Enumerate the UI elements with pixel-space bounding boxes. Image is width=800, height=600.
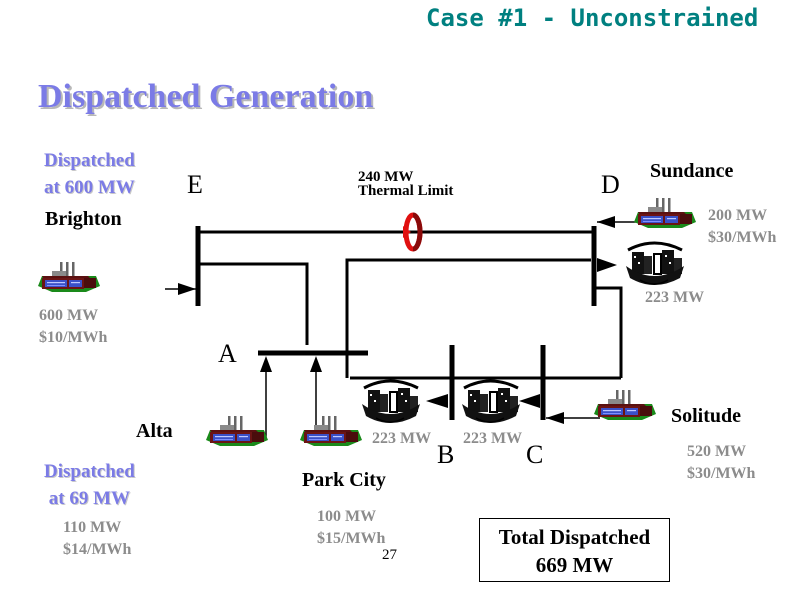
arrow-left-icon (597, 216, 615, 228)
arrow-up-icon (260, 356, 272, 372)
page-number: 27 (382, 547, 397, 563)
total-dispatched-box: Total Dispatched 669 MW (479, 518, 670, 582)
brighton-name: Brighton (45, 208, 122, 230)
total-dispatched-label: Total Dispatched (498, 525, 651, 549)
park-city-specs: 100 MW $15/MWh (317, 506, 385, 550)
bus-label-a: A (218, 339, 237, 368)
load-d-city-icon (624, 241, 686, 287)
bus-label-e: E (187, 170, 203, 199)
brighton-specs: 600 MW $10/MWh (39, 305, 107, 349)
arrow-left-icon (519, 394, 540, 408)
solitude-specs: 520 MW $30/MWh (687, 441, 755, 485)
bus-label-c: C (526, 440, 544, 469)
park-city-capacity: 100 MW (317, 508, 377, 525)
alta-dispatch-label: Dispatched at 69 MW (44, 458, 135, 512)
park-city-plant-icon (300, 416, 362, 446)
bus-label-d: D (601, 170, 620, 199)
load-b-city-icon (360, 379, 422, 425)
alta-specs: 110 MW $14/MWh (63, 517, 131, 561)
thermal-limit-label: 240 MW Thermal Limit (358, 169, 454, 199)
brighton-price: $10/MWh (39, 329, 108, 346)
brighton-dispatch-label: Dispatched at 600 MW (44, 147, 135, 201)
arrow-right-icon (178, 283, 196, 295)
solitude-capacity: 520 MW (687, 443, 747, 460)
line-e-a (198, 262, 309, 345)
load-d-value: 223 MW (645, 289, 705, 306)
arrow-left-icon (426, 394, 448, 408)
alta-name: Alta (136, 420, 173, 442)
arrow-right-icon (597, 258, 617, 272)
sundance-plant-icon (634, 198, 696, 228)
sundance-price: $30/MWh (708, 229, 777, 246)
sundance-name: Sundance (650, 160, 734, 182)
park-city-name: Park City (302, 469, 386, 491)
dispatch-line1: Dispatched (44, 150, 135, 171)
alta-plant-icon (206, 416, 268, 446)
load-c-value: 223 MW (463, 430, 523, 447)
dispatch-line1: Dispatched (44, 461, 135, 482)
line-d-c (594, 286, 623, 378)
alta-capacity: 110 MW (63, 519, 122, 536)
total-dispatched-value: 669 MW (535, 553, 614, 577)
brighton-capacity: 600 MW (39, 307, 99, 324)
thermal-limit-value: 240 MW (358, 169, 414, 185)
arrow-left-icon (546, 412, 564, 424)
park-city-price: $15/MWh (317, 530, 386, 547)
dispatch-line2: at 600 MW (44, 177, 135, 198)
brighton-plant-icon (38, 262, 100, 292)
sundance-capacity: 200 MW (708, 207, 768, 224)
line-d-a (345, 258, 591, 378)
solitude-plant-icon (594, 390, 656, 420)
load-b-value: 223 MW (372, 430, 432, 447)
case-title: Case #1 - Unconstrained (426, 4, 759, 32)
thermal-limit-caption: Thermal Limit (358, 183, 454, 199)
arrow-up-icon (310, 356, 322, 372)
solitude-price: $30/MWh (687, 465, 756, 482)
bus-label-b: B (437, 440, 455, 469)
dispatch-line2: at 69 MW (48, 488, 131, 509)
alta-price: $14/MWh (63, 541, 132, 558)
thermal-limit-ring-icon (403, 212, 423, 252)
page-title: Dispatched Generation (38, 78, 374, 115)
sundance-specs: 200 MW $30/MWh (708, 205, 776, 249)
load-c-city-icon (460, 379, 522, 425)
solitude-name: Solitude (671, 405, 742, 427)
